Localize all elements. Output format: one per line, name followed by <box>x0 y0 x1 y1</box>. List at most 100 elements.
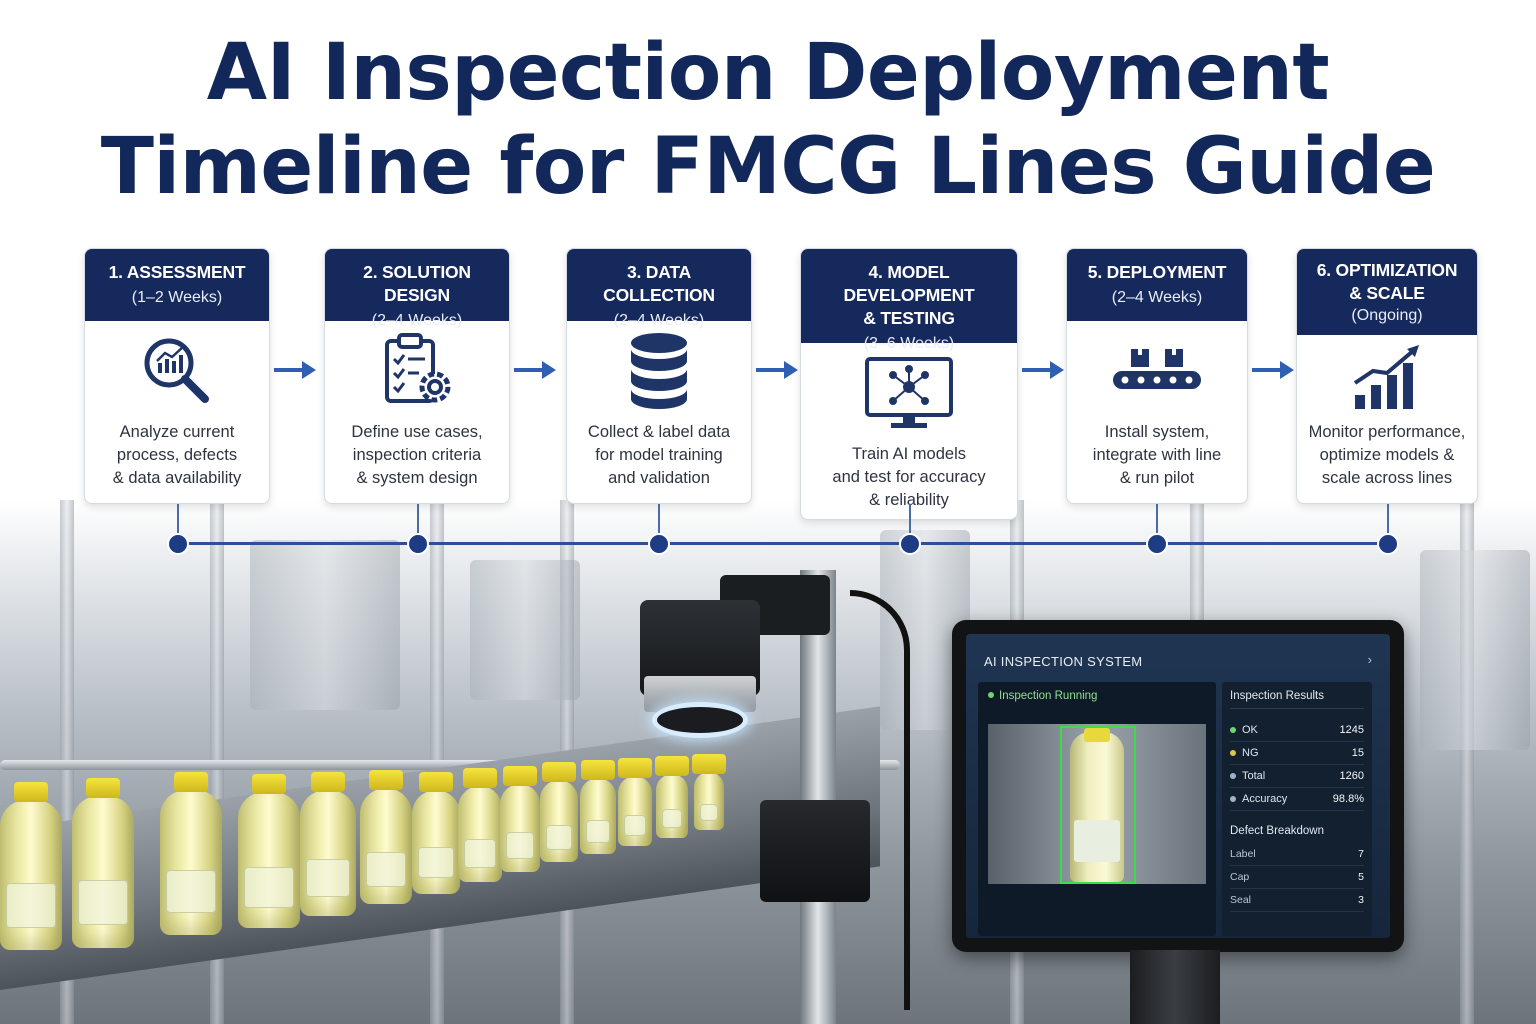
conveyor-boxes-icon <box>1113 349 1201 389</box>
step-card-assessment: 1. ASSESSMENT (1–2 Weeks) Analyze curren… <box>84 248 270 504</box>
step-desc-line: & system design <box>356 469 478 487</box>
result-value: 15 <box>1351 747 1364 759</box>
defect-label: Seal <box>1230 894 1252 906</box>
step-card-optimization: 6. OPTIMIZATION & SCALE (Ongoing) Monito… <box>1296 248 1478 504</box>
chevron-right-icon[interactable]: › <box>1367 652 1372 667</box>
step-title: 1. ASSESSMENT <box>108 262 246 282</box>
database-icon <box>631 333 687 409</box>
monitor-stand <box>1130 950 1220 1024</box>
timeline-node <box>899 533 921 555</box>
result-row: OK 1245 <box>1230 719 1364 742</box>
camera-feed-panel: Inspection Running <box>978 682 1216 936</box>
result-value: 98.8% <box>1332 793 1364 805</box>
breakdown-title: Defect Breakdown <box>1230 825 1324 837</box>
step-desc-line: Install system, <box>1104 423 1210 441</box>
result-value: 1245 <box>1339 724 1364 736</box>
step-title-line-2: & SCALE <box>1349 283 1425 303</box>
step-desc-line: Define use cases, <box>351 423 483 441</box>
step-desc-line: integrate with line <box>1092 446 1222 464</box>
monitor-title: AI INSPECTION SYSTEM <box>984 654 1143 669</box>
ring-light <box>652 702 748 738</box>
result-label: OK <box>1242 724 1258 736</box>
monitor-network-icon <box>865 357 953 428</box>
status-dot-icon <box>1230 796 1236 802</box>
result-row: Accuracy 98.8% <box>1230 788 1364 811</box>
growth-chart-icon <box>1353 345 1419 409</box>
step-card-data-collection: 3. DATA COLLECTION (2–4 Weeks) Collect &… <box>566 248 752 504</box>
result-row: Total 1260 <box>1230 765 1364 788</box>
monitor-screen: AI INSPECTION SYSTEM › Inspection Runnin… <box>966 634 1390 938</box>
step-duration: (2–4 Weeks) <box>1111 289 1203 306</box>
status-dot-icon <box>1230 727 1236 733</box>
result-label: NG <box>1242 747 1259 759</box>
clipboard-gear-icon <box>385 333 451 403</box>
step-title: 5. DEPLOYMENT <box>1087 262 1227 282</box>
step-title: 3. DATA COLLECTION <box>603 262 715 305</box>
camera-pole <box>800 570 836 1024</box>
step-title: 4. MODEL DEVELOPMENT <box>843 262 975 305</box>
defect-label: Cap <box>1230 871 1250 883</box>
arrow-right-icon <box>1022 361 1064 379</box>
step-title: 6. OPTIMIZATION <box>1316 260 1458 280</box>
arrow-right-icon <box>1252 361 1294 379</box>
result-row: NG 15 <box>1230 742 1364 765</box>
status-dot-icon <box>1230 750 1236 756</box>
step-title-line-2: & TESTING <box>863 308 955 328</box>
step-desc-line: Collect & label data <box>587 423 731 441</box>
step-desc-line: & run pilot <box>1119 469 1195 487</box>
magnifier-chart-icon <box>144 338 209 403</box>
step-duration: (3–6 Weeks) <box>863 335 955 352</box>
defect-value: 5 <box>1358 871 1364 883</box>
timeline-node <box>1146 533 1168 555</box>
step-card-model-development: 4. MODEL DEVELOPMENT & TESTING (3–6 Week… <box>800 248 1018 520</box>
defect-label: Label <box>1230 848 1256 860</box>
step-desc-line: & data availability <box>112 469 242 487</box>
step-card-solution-design: 2. SOLUTION DESIGN (2–4 Weeks) Define us… <box>324 248 510 504</box>
timeline-node <box>648 533 670 555</box>
status-dot-icon <box>1230 773 1236 779</box>
defect-row: Label 7 <box>1230 843 1364 866</box>
step-card-deployment: 5. DEPLOYMENT (2–4 Weeks) Install system… <box>1066 248 1248 504</box>
status-dot-icon <box>988 692 994 698</box>
step-desc-line: inspection criteria <box>352 446 482 464</box>
step-duration: (Ongoing) <box>1351 307 1423 324</box>
timeline-line <box>178 542 1390 545</box>
step-desc-line: Train AI models <box>851 445 967 463</box>
step-desc-line: for model training <box>595 446 723 464</box>
defect-row: Cap 5 <box>1230 866 1364 889</box>
title-line-2: Timeline for FMCG Lines Guide <box>100 122 1436 212</box>
defect-value: 7 <box>1358 848 1364 860</box>
arrow-right-icon <box>274 361 316 379</box>
result-label: Accuracy <box>1242 793 1288 805</box>
camera-feed-view <box>988 724 1206 884</box>
page-title: AI Inspection Deployment Timeline for FM… <box>0 26 1536 214</box>
bottle-image <box>1070 728 1124 882</box>
step-desc-line: scale across lines <box>1321 469 1453 487</box>
detection-box <box>1060 726 1136 884</box>
controller-box <box>760 800 870 902</box>
step-desc-line: and validation <box>608 469 710 487</box>
result-value: 1260 <box>1339 770 1364 782</box>
title-line-1: AI Inspection Deployment <box>206 28 1330 118</box>
step-duration: (2–4 Weeks) <box>371 312 463 329</box>
step-desc-line: process, defects <box>116 446 238 464</box>
step-duration: (1–2 Weeks) <box>131 289 223 306</box>
arrow-right-icon <box>514 361 556 379</box>
step-title: 2. SOLUTION DESIGN <box>363 262 471 305</box>
step-duration: (2–4 Weeks) <box>613 312 705 329</box>
defect-value: 3 <box>1358 894 1364 906</box>
step-desc-line: & reliability <box>869 491 949 509</box>
inspection-monitor: AI INSPECTION SYSTEM › Inspection Runnin… <box>952 620 1404 952</box>
step-desc-line: optimize models & <box>1319 446 1455 464</box>
arrow-right-icon <box>756 361 798 379</box>
timeline-node <box>167 533 189 555</box>
defect-row: Seal 3 <box>1230 889 1364 912</box>
result-label: Total <box>1242 770 1266 782</box>
step-desc-line: Analyze current <box>119 423 235 441</box>
inspection-status: Inspection Running <box>988 690 1097 702</box>
timeline-node <box>407 533 429 555</box>
results-title: Inspection Results <box>1230 688 1364 709</box>
step-desc-line: and test for accuracy <box>832 468 986 486</box>
timeline-node <box>1377 533 1399 555</box>
